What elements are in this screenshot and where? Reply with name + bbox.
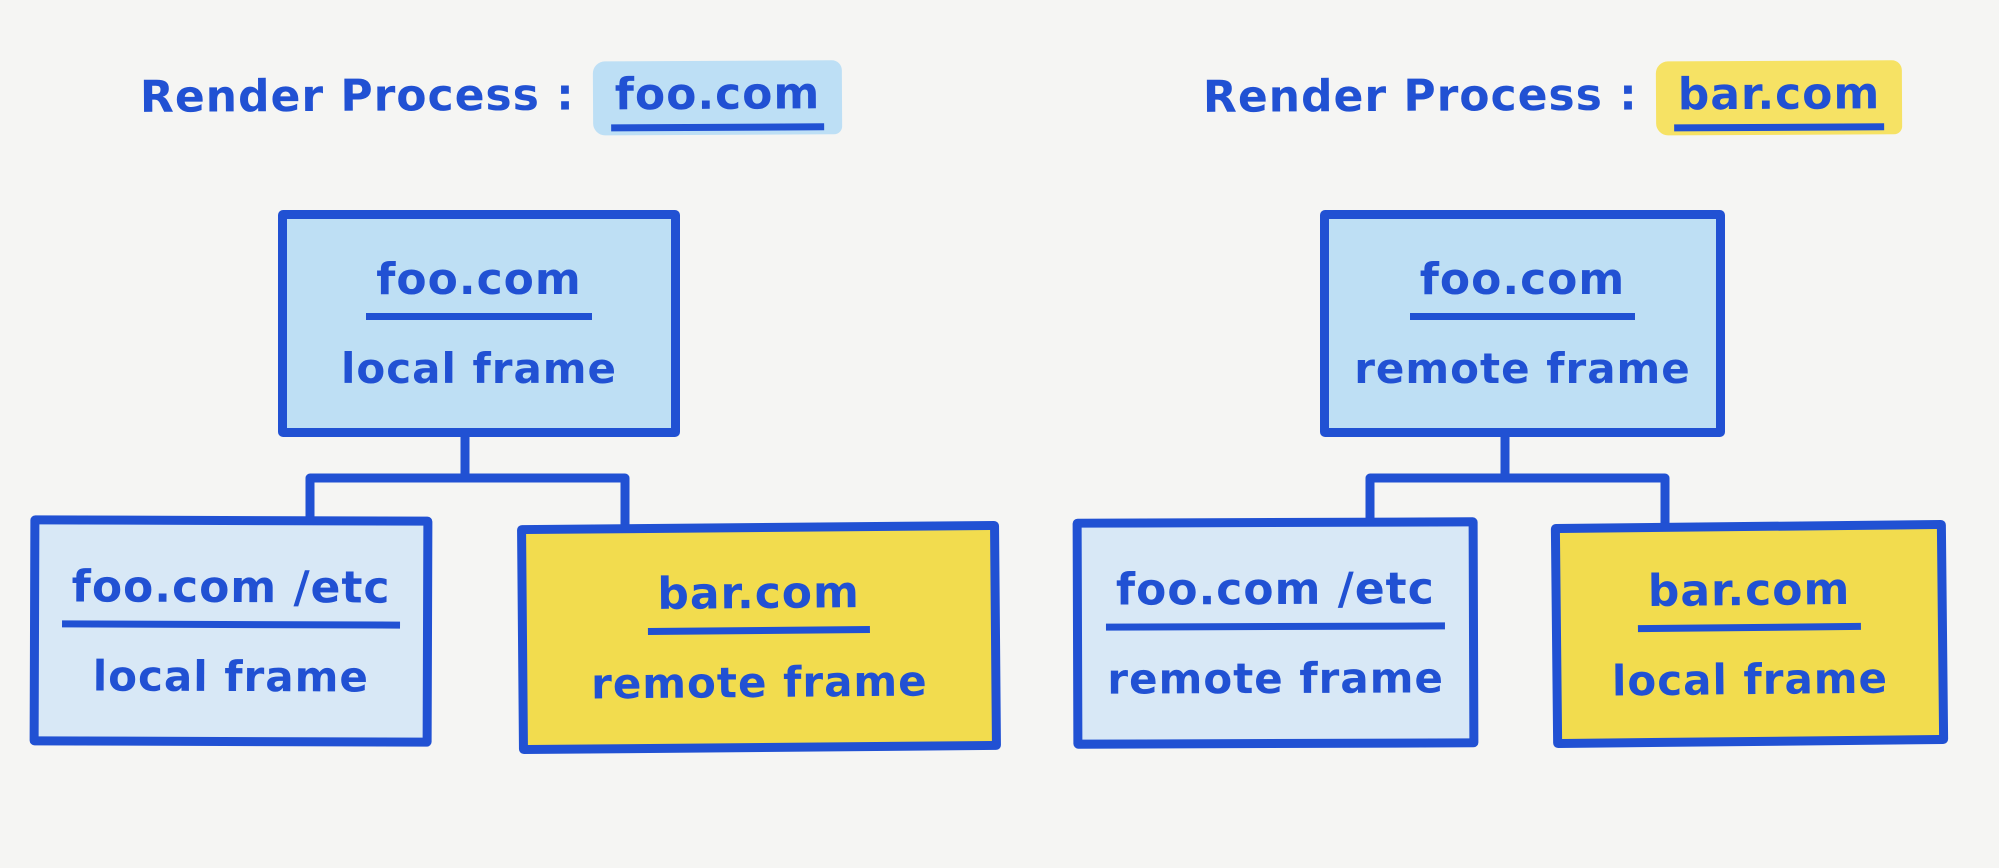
frame-box-type: remote frame — [590, 656, 928, 709]
panel-title-domain: foo.com — [610, 68, 825, 132]
panel-title-domain-highlight: bar.com — [1655, 60, 1903, 136]
panel-title-domain-highlight: foo.com — [592, 60, 843, 136]
panel-title-domain: bar.com — [1673, 68, 1885, 132]
frame-box-child-foo-etc-remote: foo.com /etc remote frame — [1072, 517, 1479, 749]
frame-box-domain: foo.com /etc — [1105, 562, 1445, 631]
frame-box-type: remote frame — [1354, 344, 1691, 393]
panel-title-prefix: Render Process : — [1202, 69, 1638, 123]
frame-box-domain: foo.com — [1409, 254, 1636, 320]
frame-box-type: remote frame — [1107, 652, 1445, 704]
tree-connector-right — [1365, 432, 1670, 533]
frame-box-type: local frame — [340, 344, 618, 393]
frame-box-domain: bar.com — [1637, 563, 1861, 632]
panel-title-foo-process: Render Process : foo.com — [140, 60, 843, 138]
frame-box-type: local frame — [1611, 653, 1889, 705]
frame-box-child-foo-etc: foo.com /etc local frame — [29, 515, 433, 747]
frame-box-domain: foo.com /etc — [61, 560, 401, 629]
frame-box-child-bar-local: bar.com local frame — [1550, 519, 1949, 749]
frame-box-root-foo-remote: foo.com remote frame — [1320, 210, 1725, 437]
panel-title-bar-process: Render Process : bar.com — [1203, 60, 1903, 138]
frame-box-root-foo: foo.com local frame — [278, 210, 680, 437]
frame-box-child-bar: bar.com remote frame — [517, 520, 1001, 755]
panel-title-prefix: Render Process : — [139, 69, 575, 123]
frame-box-domain: bar.com — [647, 567, 871, 635]
frame-box-domain: foo.com — [366, 254, 592, 320]
tree-connector-left — [305, 432, 630, 533]
frame-box-type: local frame — [92, 651, 369, 701]
